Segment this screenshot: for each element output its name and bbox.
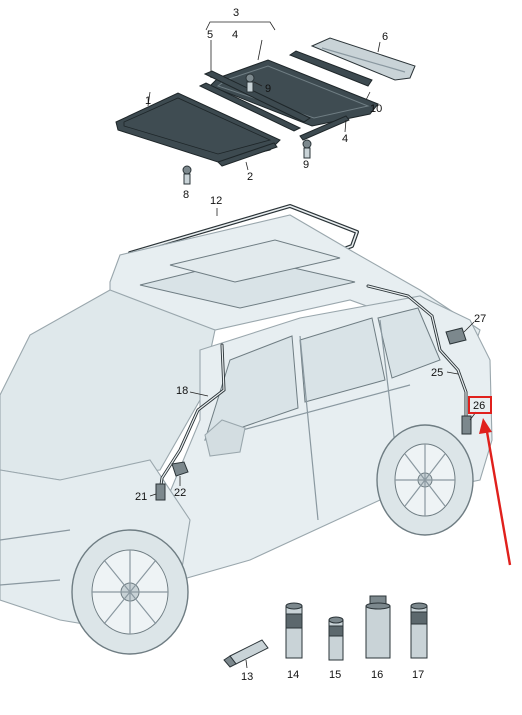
callout-8: 8 <box>183 189 189 201</box>
callout-3: 3 <box>233 7 239 19</box>
callout-labels: 3 4 5 6 9 10 1 4 9 2 8 12 27 25 18 26 21… <box>135 7 492 683</box>
callout-15: 15 <box>329 669 341 681</box>
part-27-bracket <box>445 321 475 345</box>
callout-22: 22 <box>174 487 186 499</box>
callout-21: 21 <box>135 491 147 503</box>
callout-9-upper: 9 <box>265 83 271 95</box>
part-2-strip <box>217 142 278 167</box>
part-15-can <box>328 616 344 661</box>
highlight-callout-26: 26 <box>468 396 492 414</box>
callout-16: 16 <box>371 669 383 681</box>
part-9-screw-upper <box>245 73 263 93</box>
sunroof-assembly-exploded <box>115 21 416 185</box>
rear-wheel <box>376 424 474 536</box>
callout-9-lower: 9 <box>303 159 309 171</box>
callout-25: 25 <box>431 367 443 379</box>
part-8-screw <box>182 165 192 185</box>
callout-26: 26 <box>473 400 485 412</box>
callout-2: 2 <box>247 171 253 183</box>
callout-10: 10 <box>370 103 382 115</box>
callout-6: 6 <box>382 31 388 43</box>
vehicle-body <box>0 204 493 655</box>
callout-27: 27 <box>474 313 486 325</box>
callout-14: 14 <box>287 669 299 681</box>
part-10-rail-strip <box>288 50 373 101</box>
part-4-strip-upper <box>198 82 302 132</box>
part-5-strip <box>203 70 312 123</box>
callout-5: 5 <box>207 29 213 41</box>
part-4-strip-lower <box>299 115 350 141</box>
loose-parts <box>223 595 428 669</box>
part-14-can <box>285 602 303 659</box>
part-6-wind-deflector <box>310 37 416 81</box>
drain-hoses <box>149 284 477 501</box>
part-1-front-glass-panel <box>115 91 281 163</box>
callout-18: 18 <box>176 385 188 397</box>
part-22-clip <box>171 461 189 486</box>
part-13-sealant-tube <box>223 639 269 669</box>
callout-4-top: 4 <box>232 29 238 41</box>
part-17-can <box>410 602 428 659</box>
callout-13: 13 <box>241 671 253 683</box>
callout-12: 12 <box>210 195 222 207</box>
part-16-can <box>365 595 391 659</box>
callout-4-lower: 4 <box>342 133 348 145</box>
part-9-screw-lower <box>302 139 312 159</box>
part-21-drain-valve <box>149 483 166 501</box>
red-pointer-arrow <box>479 418 512 566</box>
callout-1: 1 <box>145 95 151 107</box>
callout-17: 17 <box>412 669 424 681</box>
front-wheel <box>71 529 189 655</box>
